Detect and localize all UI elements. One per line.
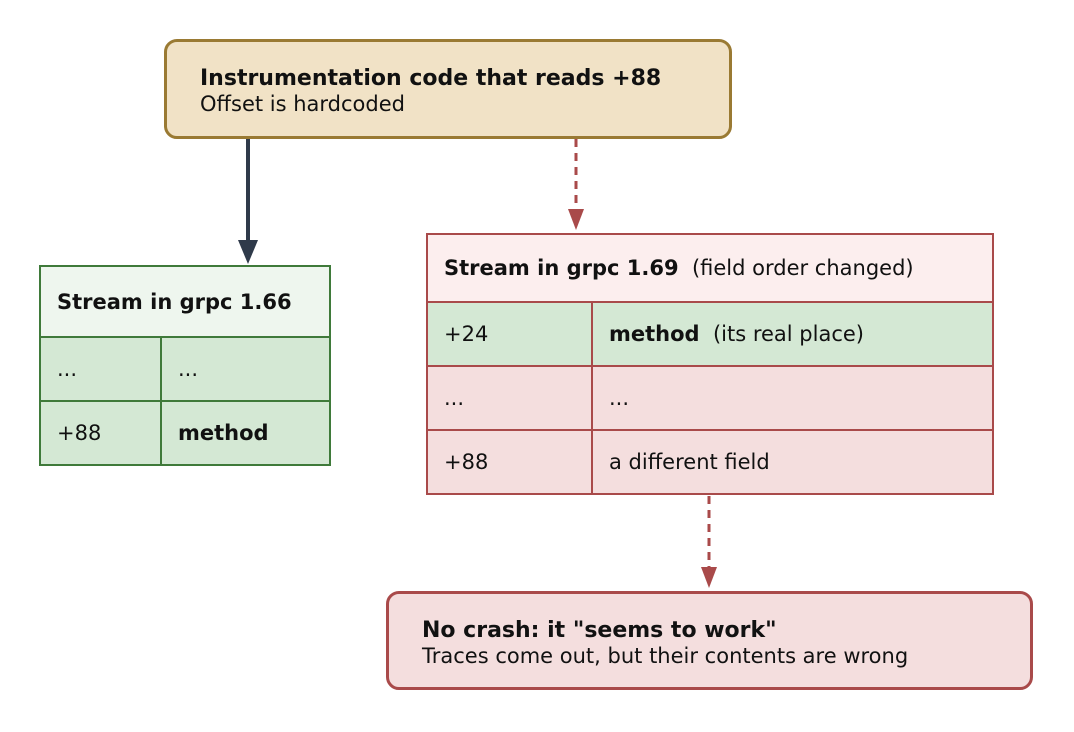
dashed-arrow-to-outcome bbox=[701, 496, 717, 588]
offset-cell: +24 bbox=[426, 301, 593, 367]
field-cell: method (its real place) bbox=[591, 301, 994, 367]
outcome-box: No crash: it "seems to work" Traces come… bbox=[386, 591, 1033, 690]
field-cell: method bbox=[160, 400, 331, 466]
table-row: ... ... bbox=[39, 336, 331, 402]
offset-cell: ... bbox=[39, 336, 162, 402]
grpc-1-69-title: Stream in grpc 1.69 bbox=[444, 256, 679, 280]
table-row: +24 method (its real place) bbox=[426, 301, 994, 367]
grpc-1-69-header-cell: Stream in grpc 1.69 (field order changed… bbox=[426, 233, 994, 303]
arrow-to-grpc-1-66 bbox=[238, 139, 258, 264]
grpc-1-66-struct-table: Stream in grpc 1.66 ... ... +88 method bbox=[39, 265, 331, 466]
table-row: ... ... bbox=[426, 365, 994, 431]
table-header: Stream in grpc 1.66 bbox=[39, 265, 331, 338]
field-cell: a different field bbox=[591, 429, 994, 495]
dashed-arrow-to-grpc-1-69 bbox=[568, 139, 584, 230]
instrumentation-subtitle: Offset is hardcoded bbox=[200, 92, 405, 116]
offset-cell: +88 bbox=[426, 429, 593, 495]
offset-cell: +88 bbox=[39, 400, 162, 466]
field-name: method bbox=[609, 322, 700, 346]
outcome-title: No crash: it "seems to work" bbox=[422, 618, 777, 643]
instrumentation-title: Instrumentation code that reads +88 bbox=[200, 66, 662, 91]
table-row: +88 method bbox=[39, 400, 331, 466]
field-cell: ... bbox=[591, 365, 994, 431]
outcome-subtitle: Traces come out, but their contents are … bbox=[422, 644, 909, 668]
field-note: (its real place) bbox=[712, 322, 864, 346]
table-row: +88 a different field bbox=[426, 429, 994, 495]
grpc-1-66-title: Stream in grpc 1.66 bbox=[39, 265, 331, 338]
table-header: Stream in grpc 1.69 (field order changed… bbox=[426, 233, 994, 303]
grpc-1-69-title-note: (field order changed) bbox=[691, 256, 914, 280]
instrumentation-code-box: Instrumentation code that reads +88 Offs… bbox=[164, 39, 732, 139]
offset-cell: ... bbox=[426, 365, 593, 431]
field-cell: ... bbox=[160, 336, 331, 402]
grpc-1-69-struct-table: Stream in grpc 1.69 (field order changed… bbox=[426, 233, 994, 495]
